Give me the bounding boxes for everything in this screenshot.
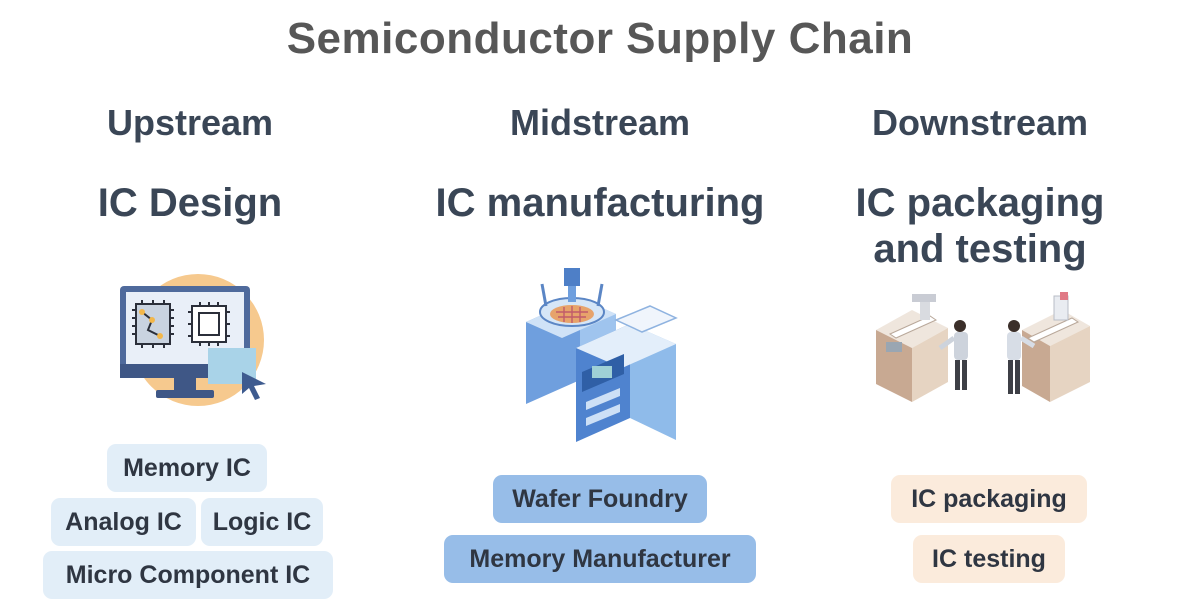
stage-label: Midstream <box>509 102 691 143</box>
stage-heading: IC Design <box>97 181 283 225</box>
stage-heading: IC manufacturing <box>435 181 765 225</box>
midstream-column: Midstream IC manufacturing Wafer Foundry… <box>400 0 800 608</box>
diagram-title: Semiconductor Supply Chain <box>286 14 914 63</box>
chip-ic-testing: IC testing <box>913 535 1065 583</box>
heading-line-2: and testing <box>873 227 1087 271</box>
chip-memory-manufacturer: Memory Manufacturer <box>444 535 756 583</box>
chip-analog-ic: Analog IC <box>51 498 196 546</box>
chip-logic-ic: Logic IC <box>201 498 323 546</box>
upstream-column: Upstream IC Design Memory IC <box>0 0 380 608</box>
chip-micro-component-ic: Micro Component IC <box>43 551 333 599</box>
chip-memory-ic: Memory IC <box>107 444 267 492</box>
stage-label: Downstream <box>871 102 1089 143</box>
heading-line-1: IC packaging <box>855 181 1105 225</box>
computer-chip-design-icon <box>120 274 266 406</box>
chip-wafer-foundry: Wafer Foundry <box>493 475 707 523</box>
stage-label: Upstream <box>106 102 274 143</box>
chip-ic-packaging: IC packaging <box>891 475 1087 523</box>
downstream-column: Downstream IC packaging and testing IC p… <box>800 0 1160 608</box>
stage-heading: IC packaging and testing <box>800 180 1160 272</box>
wafer-fab-machine-icon <box>526 268 678 442</box>
packaging-testing-workers-icon <box>876 292 1090 402</box>
